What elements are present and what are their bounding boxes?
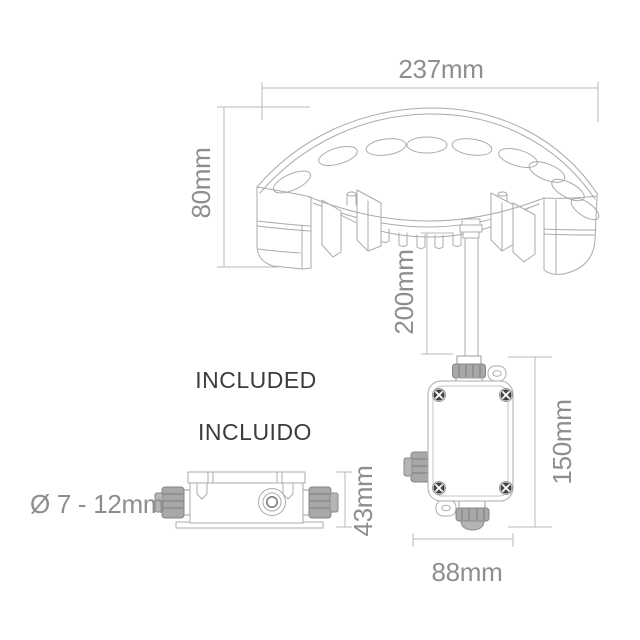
fin-plates — [321, 189, 536, 263]
side-view-body — [189, 482, 304, 524]
junction-box-front-drawing — [403, 355, 514, 531]
dimension-label-box-height: 150mm — [547, 399, 577, 484]
junction-box-side-drawing — [154, 471, 339, 529]
left-end-cap — [256, 186, 312, 270]
side-view-front-gland — [258, 488, 286, 516]
lens-holes — [272, 136, 600, 221]
luminaire-drawing — [256, 107, 600, 275]
side-view-right-gland — [301, 486, 339, 519]
junction-box-lid-seam — [432, 385, 509, 497]
dimension-label-fixture-width: 237mm — [398, 54, 483, 84]
gland-diameter-label: Ø 7 - 12mm — [30, 489, 164, 519]
side-view-left-gland — [154, 486, 192, 519]
right-end-cap — [543, 195, 598, 275]
side-view-hook-right — [282, 482, 294, 500]
dimension-label-cable-length: 200mm — [389, 249, 419, 334]
side-view-lid-clips — [207, 471, 283, 484]
dimension-fixture-height: 80mm — [186, 106, 310, 268]
power-cable — [464, 237, 479, 358]
fixture-cable-gland — [459, 218, 483, 239]
included-note-es: INCLUIDO — [198, 419, 312, 445]
dimension-label-box-width: 88mm — [431, 557, 502, 587]
bottom-cable-gland — [455, 499, 490, 531]
dimension-box-width: 88mm — [412, 533, 514, 587]
mounting-ear-bottom — [435, 499, 457, 517]
dimension-box-depth: 43mm — [336, 465, 378, 537]
dimension-fixture-width: 237mm — [261, 54, 599, 122]
side-view-hook-left — [196, 482, 208, 500]
dimension-label-box-depth: 43mm — [348, 465, 378, 536]
lid-screws — [432, 388, 513, 495]
top-cable-gland — [452, 355, 486, 385]
dimension-label-fixture-height: 80mm — [186, 147, 216, 218]
junction-box-body — [427, 380, 514, 502]
dimension-box-height: 150mm — [508, 356, 577, 528]
mounting-ear-top — [487, 365, 507, 382]
included-note-en: INCLUDED — [195, 367, 317, 393]
dimension-cable-length: 200mm — [389, 232, 453, 355]
top-ring-band — [256, 107, 599, 222]
side-view-top-plate — [187, 471, 306, 484]
